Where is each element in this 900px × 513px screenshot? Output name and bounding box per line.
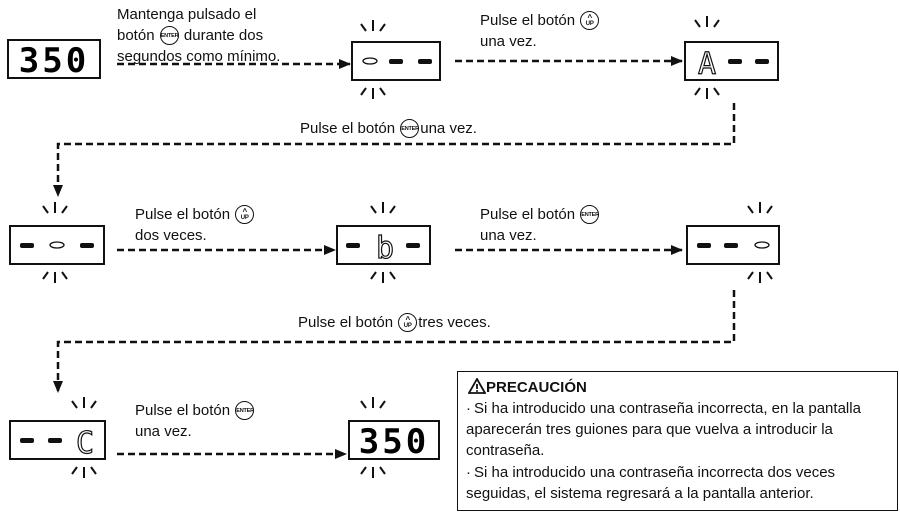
warning-icon [467,377,487,394]
up-button-icon: ^UP [580,10,600,30]
row1-return-text: Pulse el botón ENTERuna vez. [300,118,477,138]
enter-button-icon: ENTER [159,25,179,45]
enter-button-icon: ENTER [400,118,420,138]
display-initial: 350 [7,39,101,81]
connector-row2 [53,290,736,393]
caution-item: ·Si ha introducido una contraseña incorr… [466,464,836,502]
display-b-char: b [376,231,394,266]
display-a-char: A [698,47,716,82]
display-c-char: C [76,426,94,461]
display-b: b [336,202,431,283]
display-initial-value: 350 [19,41,89,81]
display-a: A [684,16,779,99]
step1-text: Mantenga pulsado el botón ENTER durante … [117,6,281,65]
caution-item: ·Si ha introducido una contraseña incorr… [466,400,861,459]
display-digit3-blink [686,202,780,283]
step2-text: Pulse el botón ^UP una vez. [480,10,600,52]
up-button-icon: ^UP [398,312,418,332]
step5-text: Pulse el botón ENTER una vez. [135,400,255,440]
display-final: 350 [348,397,440,478]
enter-button-icon: ENTER [235,400,255,420]
display-c: C [9,397,106,478]
caution-box: PRECAUCIÓN ·Si ha introducido una contra… [457,371,898,511]
blink-rays-top [360,20,386,32]
display-digit2-blink [9,202,105,283]
connector-row1 [53,103,736,197]
display-digit1-blink [351,20,441,99]
caution-title: PRECAUCIÓN [467,377,587,396]
blink-rays-bottom [360,87,386,99]
enter-button-icon: ENTER [580,204,600,224]
step4-text: Pulse el botón ENTER una vez. [480,204,600,244]
display-final-value: 350 [359,422,429,462]
step3-text: Pulse el botón ^UP dos veces. [135,204,255,246]
up-button-icon: ^UP [235,204,255,224]
